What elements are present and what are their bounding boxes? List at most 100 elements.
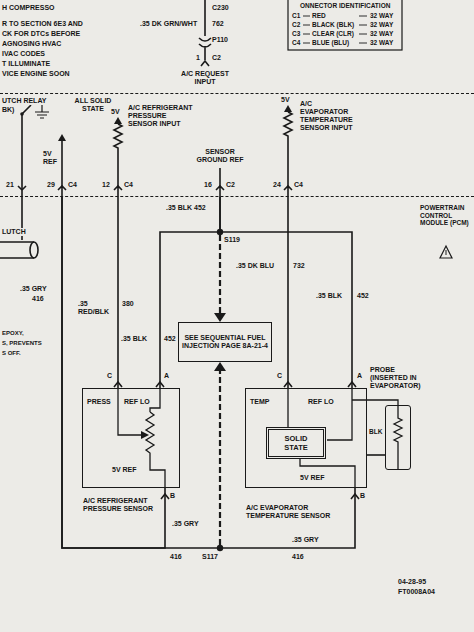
pin-number: 12 bbox=[102, 181, 110, 189]
note-text: RED bbox=[312, 12, 326, 20]
wire bbox=[62, 197, 355, 548]
note-text: C2 bbox=[292, 21, 300, 29]
note-text: UTCH RELAY bbox=[2, 97, 46, 105]
pin-number: 380 bbox=[122, 300, 134, 308]
pipe-end bbox=[30, 242, 38, 258]
note-text: 5V bbox=[281, 96, 290, 104]
wiper-arrow bbox=[141, 431, 149, 439]
note-text: 32 WAY bbox=[370, 12, 393, 20]
wire-color: .35 GRY bbox=[292, 536, 319, 544]
note-text: LUTCH bbox=[2, 228, 26, 236]
wire-color: .35 RED/BLK bbox=[78, 300, 114, 316]
wire-color: .35 GRY bbox=[20, 285, 47, 293]
wire bbox=[118, 388, 142, 435]
note-text: BLUE (BLU) bbox=[312, 39, 349, 47]
note-text: 04-28-95 bbox=[398, 578, 426, 586]
note-text: CLEAR (CLR) bbox=[312, 30, 354, 38]
note-text: 32 WAY bbox=[370, 39, 393, 47]
esd-symbol bbox=[440, 246, 452, 258]
pin-number: 24 bbox=[273, 181, 281, 189]
module-name: POWERTRAIN CONTROL MODULE (PCM) bbox=[420, 204, 472, 227]
note-text: C4 bbox=[124, 181, 133, 189]
note-text: 5V REF bbox=[43, 150, 59, 166]
pin-number: 732 bbox=[293, 262, 305, 270]
pin-number: 29 bbox=[47, 181, 55, 189]
note-text: VICE ENGINE SOON bbox=[2, 70, 70, 78]
note-text: C4 bbox=[294, 181, 303, 189]
note-text: S, PREVENTS bbox=[2, 340, 42, 347]
arrowhead bbox=[214, 362, 226, 371]
note-text: 32 WAY bbox=[370, 30, 393, 38]
connector-symbol bbox=[114, 382, 359, 499]
splice-name: S119 bbox=[224, 236, 240, 244]
pin-number: 21 bbox=[6, 181, 14, 189]
pin-number: 416 bbox=[292, 553, 304, 561]
pin-letter: B bbox=[360, 492, 365, 500]
sensor-name: A/C REFRIGERANT PRESSURE SENSOR bbox=[83, 497, 163, 513]
note-text: 5V REF bbox=[112, 466, 137, 474]
note-text: P110 bbox=[212, 36, 228, 44]
pin-letter: A bbox=[164, 372, 169, 380]
solid-state-box: SOLID STATE bbox=[266, 427, 326, 459]
thermistor-symbol bbox=[394, 405, 402, 470]
esd-symbol bbox=[446, 250, 447, 255]
note-text: REF LO bbox=[124, 398, 150, 406]
note-text: A/C EVAPORATOR TEMPERATURE SENSOR INPUT bbox=[300, 100, 360, 132]
note-text: EPOXY, bbox=[2, 330, 24, 337]
note-text: TEMP bbox=[250, 398, 269, 406]
note-text: 32 WAY bbox=[370, 21, 393, 29]
wire-color: .35 DK GRN/WHT bbox=[140, 20, 197, 28]
note-text: H COMPRESSO bbox=[2, 4, 55, 12]
note-text: C4 bbox=[292, 39, 300, 47]
wire bbox=[117, 197, 119, 388]
sensor-name: A/C EVAPORATOR TEMPERATURE SENSOR bbox=[246, 504, 346, 520]
pin-letter: B bbox=[170, 492, 175, 500]
wire bbox=[220, 197, 352, 388]
wire bbox=[219, 168, 221, 197]
box-label: SOLID STATE bbox=[272, 434, 320, 452]
note-text: A/C REFRIGERANT PRESSURE SENSOR INPUT bbox=[128, 104, 194, 128]
wire bbox=[287, 197, 289, 388]
reference-box: SEE SEQUENTIAL FUEL INJECTION PAGE 8A-21… bbox=[178, 322, 272, 362]
pin-letter: A bbox=[357, 372, 362, 380]
probe-box: PROBE (INSERTED IN EVAPORATOR) bbox=[385, 405, 411, 470]
wire bbox=[199, 0, 211, 60]
table-frame bbox=[288, 0, 402, 50]
pin-number: 416 bbox=[32, 295, 44, 303]
wire-color: .35 GRY bbox=[172, 520, 199, 528]
arrowhead bbox=[214, 313, 226, 322]
probe-label: PROBE (INSERTED IN EVAPORATOR) bbox=[370, 366, 428, 390]
pin-letter: C bbox=[107, 372, 112, 380]
source-arrow bbox=[114, 117, 122, 124]
pin-number: 1 bbox=[196, 54, 200, 62]
note-text: T ILLUMINATE bbox=[2, 60, 50, 68]
wire-color: .35 BLK bbox=[121, 335, 147, 343]
note-text: IVAC CODES bbox=[2, 50, 45, 58]
connector-symbol bbox=[18, 186, 26, 190]
note-text: AGNOSING HVAC bbox=[2, 40, 61, 48]
wire bbox=[61, 140, 63, 197]
wire bbox=[22, 105, 31, 240]
note-text: BLK bbox=[369, 428, 382, 436]
note-text: C2 bbox=[212, 54, 221, 62]
note-text: BK) bbox=[2, 106, 14, 114]
reference-note: SEE SEQUENTIAL FUEL INJECTION PAGE 8A-21… bbox=[182, 334, 268, 351]
splice-name: S117 bbox=[202, 553, 218, 561]
resistor-symbol bbox=[284, 112, 292, 197]
note-text: SENSOR GROUND REF bbox=[190, 148, 250, 164]
wire bbox=[160, 197, 220, 388]
pin-number: 762 bbox=[212, 20, 224, 28]
source-arrow bbox=[58, 134, 66, 141]
note-text: C4 bbox=[68, 181, 77, 189]
note-text: REF LO bbox=[308, 398, 334, 406]
note-text: ALL SOLID STATE bbox=[72, 97, 114, 113]
pin-number: 416 bbox=[170, 553, 182, 561]
note-text: C2 bbox=[226, 181, 235, 189]
connector-symbol bbox=[201, 61, 209, 66]
pin-number: 16 bbox=[204, 181, 212, 189]
reference-arrow bbox=[219, 235, 221, 545]
note-text: FT0008A04 bbox=[398, 588, 435, 596]
note-text: PRESS bbox=[87, 398, 111, 406]
